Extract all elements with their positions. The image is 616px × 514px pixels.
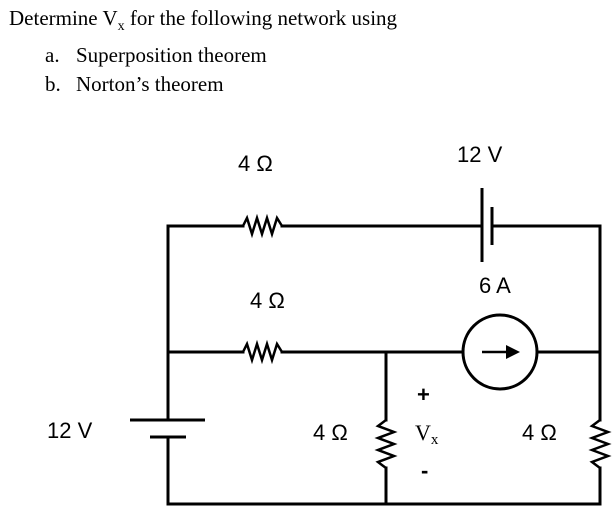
problem-item-b: b. Norton’s theorem	[9, 70, 397, 99]
left-battery	[130, 418, 205, 439]
top-resistor	[241, 213, 284, 239]
vx-label-sub: x	[431, 432, 439, 448]
top-battery	[480, 188, 494, 262]
left-source-label: 12 V	[47, 418, 93, 443]
center-resistor-label: 4 Ω	[313, 420, 348, 445]
intro-subscript: x	[117, 19, 125, 35]
center-resistor	[374, 419, 398, 469]
current-source	[461, 313, 539, 391]
vx-label-main: V	[415, 420, 431, 445]
top-resistor-label: 4 Ω	[238, 151, 273, 176]
problem-item-a: a. Superposition theorem	[9, 41, 397, 70]
right-resistor	[588, 419, 612, 469]
item-b-text: Norton’s theorem	[76, 72, 224, 97]
current-source-label: 6 A	[479, 273, 511, 298]
top-wire-right	[490, 224, 602, 352]
item-a-marker: a.	[45, 43, 60, 68]
top-source-label: 12 V	[457, 142, 503, 167]
problem-intro: Determine Vx for the following network u…	[9, 4, 397, 41]
middle-resistor-label: 4 Ω	[250, 288, 285, 313]
right-resistor-label: 4 Ω	[522, 420, 557, 445]
current-source-arrow-head	[506, 345, 520, 359]
vx-plus-sign: +	[417, 382, 430, 407]
problem-statement: Determine Vx for the following network u…	[9, 4, 397, 99]
item-b-marker: b.	[45, 72, 61, 97]
intro-suffix: for the following network using	[124, 6, 398, 30]
intro-prefix: Determine V	[9, 6, 118, 30]
vx-label: Vx	[415, 420, 439, 448]
vx-minus-sign: -	[421, 458, 428, 483]
wires	[166, 224, 602, 506]
middle-resistor	[241, 339, 284, 365]
item-a-text: Superposition theorem	[76, 43, 267, 68]
